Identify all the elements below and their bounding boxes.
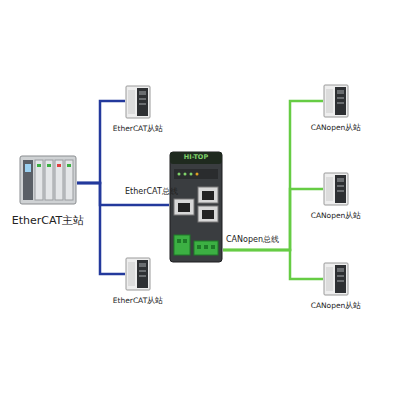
bus-line — [223, 250, 323, 279]
bus-line — [223, 101, 323, 250]
device-icon — [125, 85, 151, 119]
gateway-device: HI-TOP — [169, 151, 223, 263]
bus-label: CANopen总线 — [226, 234, 279, 245]
device-label: CANopen从站 — [311, 301, 362, 311]
slave-device: EtherCAT从站 — [107, 85, 169, 134]
slave-device: CANopen从站 — [305, 84, 367, 133]
brand-label: HI-TOP — [169, 153, 223, 161]
device-icon — [323, 84, 349, 118]
master-plc: EtherCAT主站 — [6, 152, 90, 228]
slave-device: CANopen从站 — [305, 172, 367, 221]
bus-label: EtherCAT总线 — [125, 186, 178, 197]
device-icon — [169, 151, 223, 263]
device-label: EtherCAT从站 — [113, 296, 164, 306]
bus-line — [77, 101, 125, 183]
bus-line — [77, 183, 125, 274]
slave-device: CANopen从站 — [305, 262, 367, 311]
device-label: EtherCAT主站 — [12, 213, 85, 228]
device-icon — [125, 257, 151, 291]
device-icon — [323, 262, 349, 296]
bus-line — [223, 189, 323, 250]
device-icon — [323, 172, 349, 206]
device-label: EtherCAT从站 — [113, 124, 164, 134]
slave-device: EtherCAT从站 — [107, 257, 169, 306]
device-label: CANopen从站 — [311, 123, 362, 133]
device-icon — [19, 152, 77, 208]
device-label: CANopen从站 — [311, 211, 362, 221]
